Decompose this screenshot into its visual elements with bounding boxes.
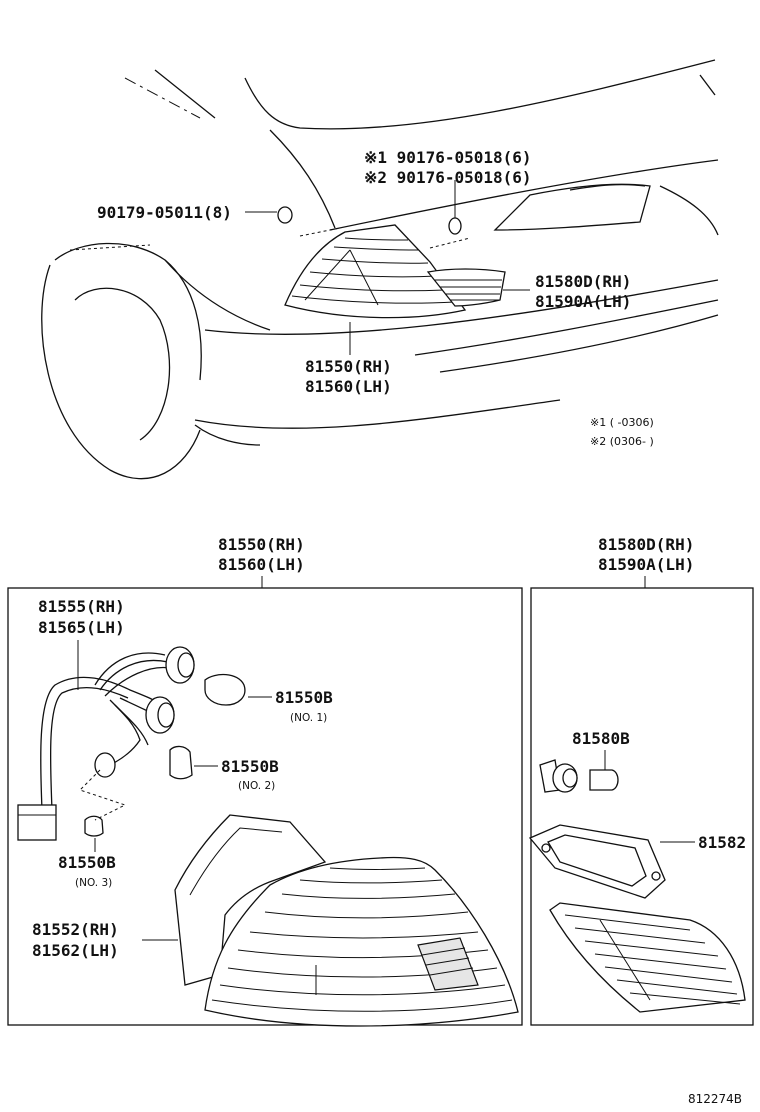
- lamp-label-lh: 81560(LH): [305, 377, 392, 396]
- bulb1-no-label: (NO. 1): [290, 712, 327, 724]
- socket-label-lh: 81565(LH): [38, 618, 125, 637]
- inner-lamp-label-rh: 81580D(RH): [535, 272, 631, 291]
- right-box-frame: [530, 587, 754, 1026]
- lamp-lens-housing: [174, 814, 519, 1027]
- left-box-frame: [7, 587, 523, 1026]
- bulb-no1: [204, 673, 246, 706]
- left-box-title-rh: 81550(RH): [218, 535, 305, 554]
- inner-socket-and-bulb: [539, 759, 619, 793]
- clip-label: 90179-05011(8): [97, 203, 232, 222]
- inner-lamp-lens: [549, 902, 746, 1013]
- gasket-part: [528, 824, 666, 899]
- inner-bulb-label: 81580B: [572, 729, 630, 748]
- gasket-label: 81582: [698, 833, 746, 852]
- vehicle-rear-illustration: [41, 59, 719, 480]
- bulb3-no-label: (NO. 3): [75, 877, 112, 889]
- socket-wire-harness: [17, 646, 246, 841]
- screw-label-1: ※1 90176-05018(6): [364, 148, 532, 167]
- screw-part: [448, 217, 462, 235]
- clip-part: [277, 206, 293, 224]
- right-box-title-lh: 81590A(LH): [598, 555, 694, 574]
- right-box-title-rh: 81580D(RH): [598, 535, 694, 554]
- lens-label-rh: 81552(RH): [32, 920, 119, 939]
- bulb-no2: [169, 745, 193, 780]
- lamp-label-rh: 81550(RH): [305, 357, 392, 376]
- bulb2-part-label: 81550B: [221, 757, 279, 776]
- date-note-1: ※1 ( -0306): [590, 416, 654, 429]
- harness-connector: [17, 804, 57, 841]
- top-leader-lines: [245, 180, 530, 355]
- figure-id: 812274B: [688, 1092, 742, 1106]
- screw-label-2: ※2 90176-05018(6): [364, 168, 532, 187]
- bulb1-part-label: 81550B: [275, 688, 333, 707]
- left-box-title-lh: 81560(LH): [218, 555, 305, 574]
- date-note-2: ※2 (0306- ): [590, 435, 654, 448]
- socket-label-rh: 81555(RH): [38, 597, 125, 616]
- bulb3-part-label: 81550B: [58, 853, 116, 872]
- inner-lamp-label-lh: 81590A(LH): [535, 292, 631, 311]
- lens-label-lh: 81562(LH): [32, 941, 119, 960]
- bulb2-no-label: (NO. 2): [238, 780, 275, 792]
- bulb-no3: [84, 815, 104, 837]
